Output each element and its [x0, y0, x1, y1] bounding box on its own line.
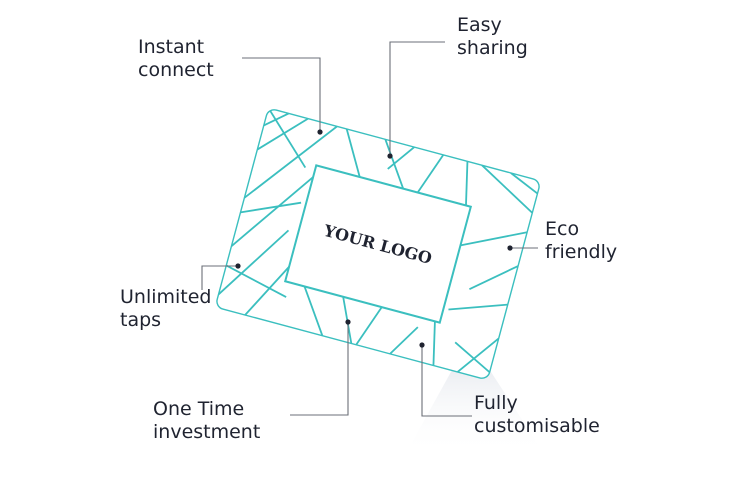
dot-one-time-investment	[345, 319, 351, 325]
callout-easy-sharing-line1: Easy	[457, 14, 502, 36]
dot-instant-connect	[317, 129, 323, 135]
callout-one-time-investment: One Time investment	[153, 398, 260, 444]
callout-fully-customisable: Fully customisable	[474, 392, 600, 438]
callout-eco-friendly: Eco friendly	[545, 218, 617, 264]
leader-one-time-investment	[290, 323, 349, 416]
dot-eco-friendly	[507, 245, 513, 251]
card-shadow	[405, 352, 545, 455]
nfc-card: YOUR LOGO	[216, 108, 540, 379]
leader-instant-connect	[242, 57, 321, 130]
callout-unlimited-taps-line1: Unlimited	[120, 286, 212, 308]
callout-unlimited-taps-line2: taps	[120, 309, 162, 331]
leader-fully-customisable	[421, 346, 472, 417]
callout-one-time-investment-line1: One Time	[153, 398, 245, 420]
dot-easy-sharing	[387, 153, 393, 159]
leader-easy-sharing	[389, 41, 445, 154]
callout-instant-connect-line1: Instant	[138, 36, 205, 58]
callout-eco-friendly-line2: friendly	[545, 241, 618, 263]
callout-one-time-investment-line2: investment	[153, 421, 261, 443]
leader-unlimited-taps	[201, 265, 236, 290]
callout-unlimited-taps: Unlimited taps	[120, 286, 212, 332]
callout-instant-connect-line2: connect	[138, 59, 214, 81]
callout-fully-customisable-line1: Fully	[474, 392, 518, 414]
logo-box	[283, 164, 473, 324]
dot-unlimited-taps	[235, 263, 241, 269]
callout-easy-sharing-line2: sharing	[457, 37, 528, 59]
callout-instant-connect: Instant connect	[138, 36, 214, 82]
callout-fully-customisable-line2: customisable	[474, 415, 600, 437]
callout-eco-friendly-line1: Eco	[545, 218, 580, 240]
callout-easy-sharing: Easy sharing	[457, 14, 528, 60]
dot-fully-customisable	[419, 342, 425, 348]
